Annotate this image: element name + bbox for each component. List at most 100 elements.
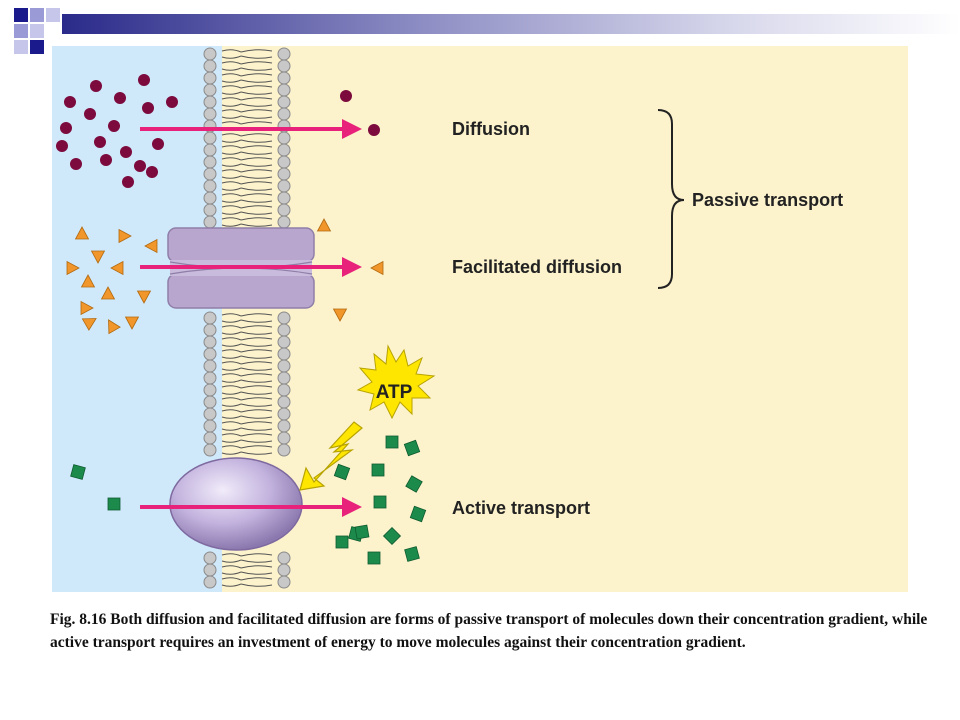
atp-label: ATP <box>376 382 413 403</box>
phospholipid-head <box>203 71 217 85</box>
lipid-tail <box>221 403 242 407</box>
small-molecule <box>70 158 82 170</box>
phospholipid-head <box>203 347 217 361</box>
lipid-tail <box>240 193 273 197</box>
phospholipid-head <box>203 407 217 421</box>
lipid-tail <box>240 367 273 371</box>
phospholipid-head <box>203 383 217 397</box>
lipid-tail <box>240 139 273 143</box>
lipid-tail <box>221 571 242 575</box>
lipid-tail <box>240 109 273 113</box>
small-molecule <box>146 166 158 178</box>
corner-square-light <box>30 24 44 38</box>
transported-molecule <box>367 551 381 565</box>
phospholipid-head <box>203 395 217 409</box>
lipid-tail <box>221 325 242 329</box>
phospholipid-head <box>203 215 217 229</box>
lipid-tail <box>221 163 242 167</box>
lipid-tail <box>221 91 242 95</box>
phospholipid-head <box>277 179 291 193</box>
phospholipid-head <box>277 107 291 121</box>
lipid-tail <box>240 421 273 425</box>
phospholipid-head <box>203 191 217 205</box>
lipid-tail <box>221 433 242 437</box>
lipid-tail <box>240 427 273 431</box>
solute-molecule <box>332 308 348 322</box>
lipid-tail <box>221 445 242 449</box>
lipid-tail <box>221 313 242 317</box>
facilitated-diffusion-label: Facilitated diffusion <box>452 257 622 277</box>
lipid-tail <box>221 55 242 59</box>
corner-square-light <box>30 8 44 22</box>
lipid-tail <box>240 445 273 449</box>
lipid-tail <box>221 391 242 395</box>
lipid-tail <box>240 151 273 155</box>
lipid-tail <box>240 373 273 377</box>
small-molecule <box>122 176 134 188</box>
lipid-tail <box>221 187 242 191</box>
lipid-tail <box>221 343 242 347</box>
lipid-tail <box>221 133 242 137</box>
lipid-tail <box>240 211 273 215</box>
lipid-tail <box>240 451 273 455</box>
transported-molecule <box>107 497 121 511</box>
lipid-tail <box>221 109 242 113</box>
lipid-tail <box>240 67 273 71</box>
transported-molecule <box>404 546 420 562</box>
energy-lightning-icon <box>299 421 363 491</box>
small-molecule <box>100 154 112 166</box>
lipid-tail <box>240 565 273 569</box>
phospholipid-head <box>203 323 217 337</box>
lipid-tail <box>221 421 242 425</box>
phospholipid-head <box>203 59 217 73</box>
transported-molecule <box>335 535 349 549</box>
lipid-tail <box>240 169 273 173</box>
active-transport-label: Active transport <box>452 498 590 518</box>
lipid-tail <box>240 583 273 587</box>
corner-square-light <box>14 40 28 54</box>
solute-molecule <box>316 218 332 232</box>
lipid-tail <box>221 361 242 365</box>
corner-square-dark <box>14 8 28 22</box>
phospholipid-head <box>277 431 291 445</box>
small-molecule <box>90 80 102 92</box>
phospholipid-head <box>277 575 291 589</box>
lipid-tail <box>221 349 242 353</box>
phospholipid-head <box>277 419 291 433</box>
phospholipid-head <box>203 419 217 433</box>
lipid-tail <box>221 217 242 221</box>
phospholipid-head <box>277 131 291 145</box>
figure-caption: Fig. 8.16 Both diffusion and facilitated… <box>50 611 928 651</box>
lipid-tail <box>221 157 242 161</box>
lipid-tail <box>240 49 273 53</box>
molecules <box>56 74 427 565</box>
lipid-tail <box>221 385 242 389</box>
lipid-tail <box>240 349 273 353</box>
lipid-tail <box>221 373 242 377</box>
transported-molecule <box>70 464 86 480</box>
lipid-tail <box>221 97 242 101</box>
solute-molecule <box>80 274 96 288</box>
small-molecule <box>368 124 380 136</box>
phospholipid-head <box>203 551 217 565</box>
lipid-tail <box>221 367 242 371</box>
solute-molecule <box>80 300 94 316</box>
lipid-tail <box>221 439 242 443</box>
lipid-tail <box>240 121 273 125</box>
transported-molecule <box>333 463 351 481</box>
atp-burst <box>356 344 436 420</box>
lipid-tail <box>240 337 273 341</box>
small-molecule <box>60 122 72 134</box>
figure-svg: ATP Diffusion Facilitated diffusion Acti… <box>52 46 908 592</box>
corner-square-light <box>14 24 28 38</box>
transported-molecule <box>371 463 385 477</box>
lipid-tail <box>221 211 242 215</box>
phospholipid-head <box>277 143 291 157</box>
small-molecule <box>84 108 96 120</box>
small-molecule <box>142 102 154 114</box>
phospholipid-head <box>277 383 291 397</box>
transported-molecule <box>405 475 423 493</box>
phospholipid-head <box>203 335 217 349</box>
small-molecule <box>166 96 178 108</box>
solute-molecule <box>144 238 158 254</box>
